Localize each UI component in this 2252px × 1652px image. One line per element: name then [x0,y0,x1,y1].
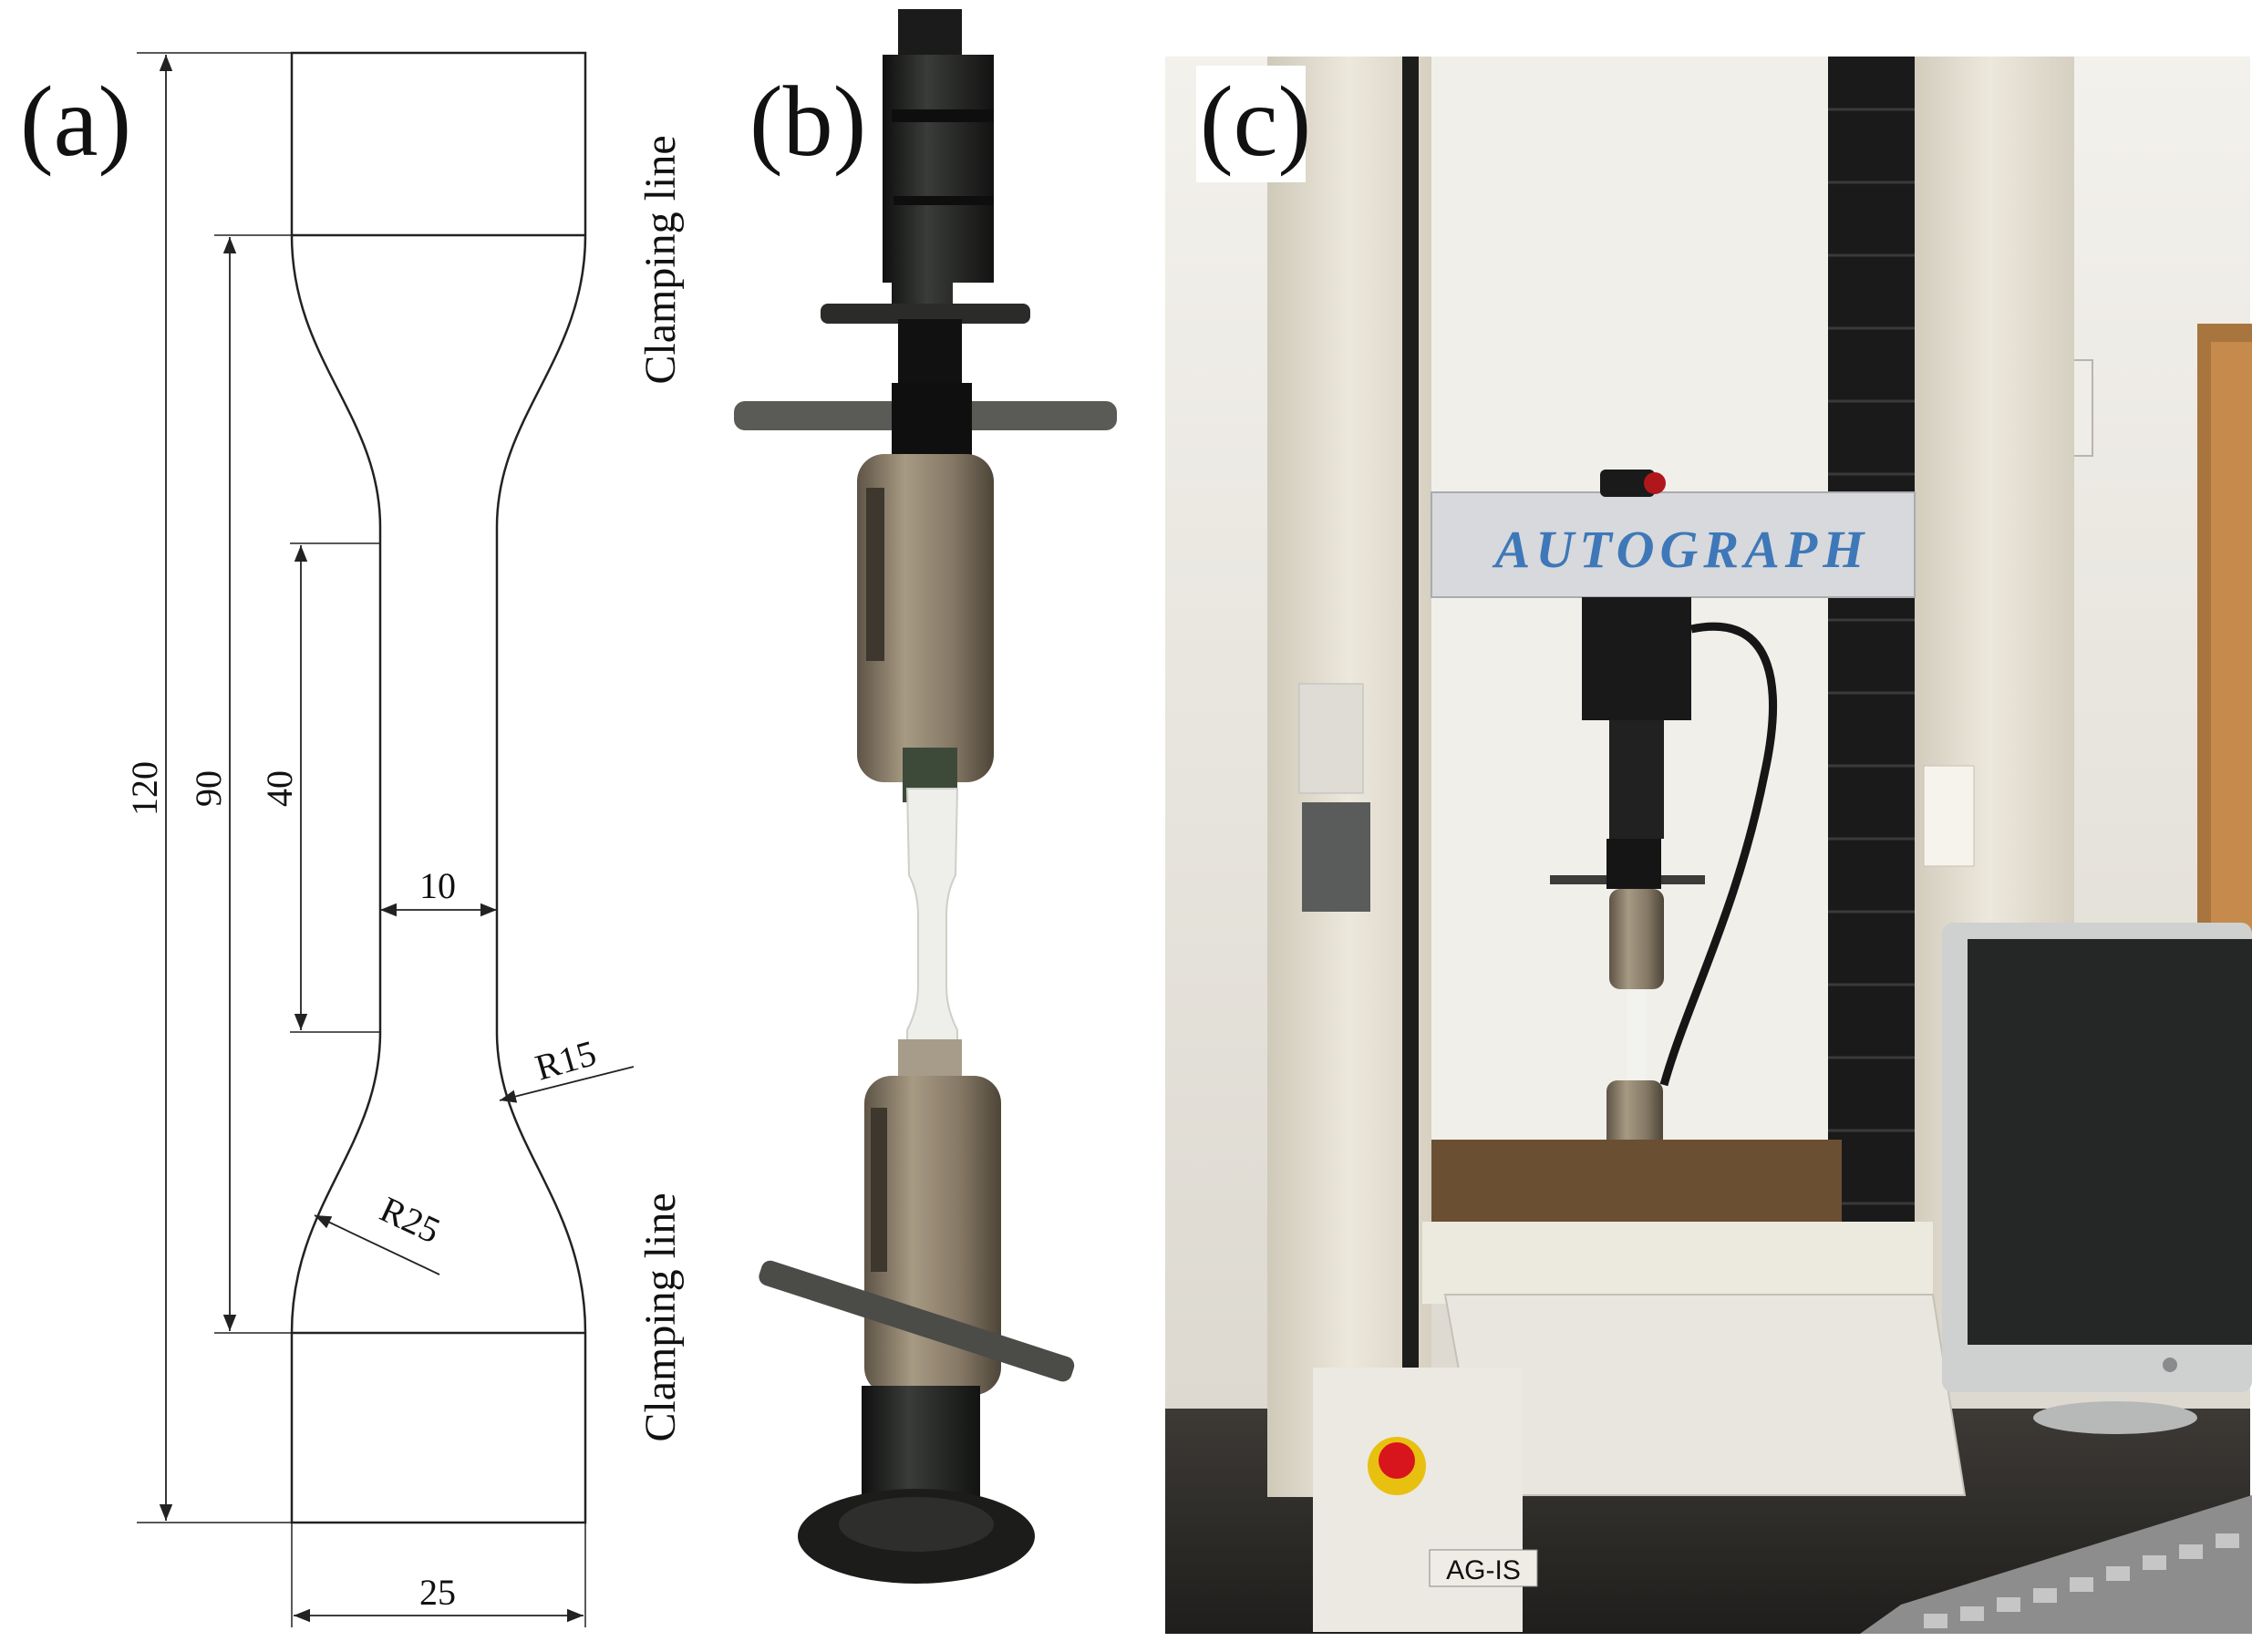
monitor-screen [1968,939,2252,1345]
upper-collar [892,383,972,456]
crosshead [1431,491,1916,598]
panel-a-label: (a) [20,66,131,177]
panel-b-label: (b) [749,66,866,177]
upper-neck [898,319,962,383]
machine-upper-grip [1609,889,1664,989]
model-badge [1429,1549,1538,1587]
machine-brand-label: AUTOGRAPH [1493,520,1870,579]
load-cell [1582,597,1691,720]
machine-upper-collar [1606,839,1661,889]
machine-lower-body [1313,1368,1523,1632]
upper-small-handle [821,304,1030,324]
base-table [1422,1222,1933,1304]
grip-slot [866,488,884,661]
grip-slot [871,1108,887,1272]
keyboard-keys [1924,1533,2239,1628]
radius-label-r15: R15 [531,1032,601,1089]
instruction-placard [1302,802,1370,912]
clamping-line-label-bottom: Clamping line [636,1193,685,1441]
dim-label-10: 10 [419,865,456,906]
lower-jaw [898,1039,962,1076]
load-cell-cable [1659,622,1778,1087]
warning-labels [1923,765,1975,867]
left-lead-screw [1402,57,1419,1374]
monitor-power-icon [2163,1358,2177,1372]
crosshead-knob [1600,470,1655,497]
panel-c-machine-photo: AUTOGRAPH AG-IS [1165,57,2252,1634]
lower-stem [862,1386,980,1504]
machine-upper-actuator [1609,720,1664,839]
lower-base-top [839,1497,994,1552]
leader-r25 [314,1214,440,1275]
specimen-strip [905,788,959,1045]
dim-label-120: 120 [124,761,165,816]
actuator-ring [894,196,994,205]
lower-handle [759,1260,1075,1382]
instruction-diagram [1298,683,1364,794]
crosshead-light [1644,472,1666,494]
upper-grip-body [857,454,994,782]
dim-label-40: 40 [259,770,300,807]
door-panel [2211,342,2252,1035]
panel-c-label-box [1196,66,1306,182]
panel-a-specimen-drawing: (a) 120 90 40 10 25 R15 R25 Clamping lin… [20,51,685,1627]
dim-label-90: 90 [188,770,229,807]
specimen-outline [290,51,587,1524]
emergency-stop-button [1379,1442,1415,1479]
base-step [1443,1294,1967,1496]
panel-c-label: (c) [1200,66,1311,177]
leader-r15 [499,1066,635,1103]
monitor-stand [2033,1401,2197,1434]
machine-specimen [1627,989,1646,1080]
model-label: AG-IS [1446,1555,1521,1585]
right-bellows [1828,57,1915,1233]
radius-label-r25: R25 [374,1188,446,1251]
bellows-ribs [1828,108,1915,1205]
dim-label-25: 25 [419,1572,456,1613]
keyboard [1860,1495,2252,1634]
clamping-line-label-top: Clamping line [636,135,685,384]
panel-b-grip-photo: (b) [734,9,1117,1584]
actuator-ring [892,109,994,122]
